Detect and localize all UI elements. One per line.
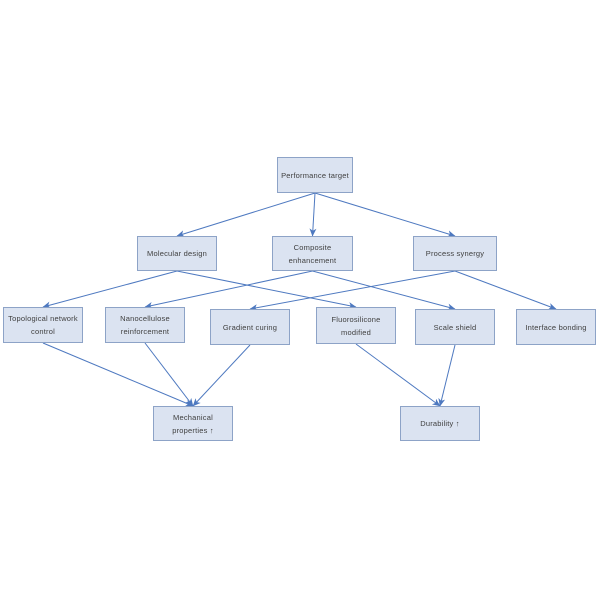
edge-performance-target-to-process-synergy bbox=[314, 192, 456, 238]
node-label-molecular-design: Molecular design bbox=[147, 249, 207, 258]
node-mechanical-properties: Mechanical properties ↑ bbox=[153, 406, 233, 441]
node-interface-bonding: Interface bonding bbox=[516, 309, 596, 345]
edge-nanocellulose-reinforcement-to-mechanical-properties bbox=[144, 342, 194, 407]
node-label-gradient-curing: Gradient curing bbox=[222, 322, 278, 332]
node-label-interface-bonding: Interface bonding bbox=[525, 322, 587, 332]
node-label-durability: Durability ↑ bbox=[420, 419, 460, 428]
node-fluorosilicone-modified: Fluorosilicone modified bbox=[316, 307, 396, 344]
node-label-nanocellulose-reinforcement: Nanocellulose reinforcement bbox=[120, 314, 170, 336]
edge-composite-enhancement-to-nanocellulose-reinforcement bbox=[144, 270, 313, 309]
edge-performance-target-to-composite-enhancement bbox=[309, 192, 317, 237]
edge-molecular-design-to-fluorosilicone-modified bbox=[176, 270, 357, 309]
edge-process-synergy-to-interface-bonding bbox=[454, 270, 557, 310]
node-nanocellulose-reinforcement: Nanocellulose reinforcement bbox=[105, 307, 185, 343]
edge-performance-target-to-molecular-design bbox=[176, 192, 316, 238]
node-molecular-design: Molecular design bbox=[137, 236, 217, 271]
node-performance-target: Performance target bbox=[277, 157, 353, 193]
edge-gradient-curing-to-mechanical-properties bbox=[192, 344, 251, 407]
node-process-synergy: Process synergy bbox=[413, 236, 497, 271]
node-durability: Durability ↑ bbox=[400, 406, 480, 441]
node-label-fluorosilicone-modified: Fluorosilicone modified bbox=[331, 314, 381, 337]
node-label-scale-shield: Scale shield bbox=[433, 322, 477, 332]
node-topological-network-control: Topological network control bbox=[3, 307, 83, 343]
node-label-performance-target: Performance target bbox=[281, 170, 349, 180]
node-gradient-curing: Gradient curing bbox=[210, 309, 290, 345]
edge-composite-enhancement-to-scale-shield bbox=[312, 270, 456, 311]
edge-fluorosilicone-modified-to-durability bbox=[355, 343, 441, 407]
node-scale-shield: Scale shield bbox=[415, 309, 495, 345]
node-label-mechanical-properties: Mechanical properties ↑ bbox=[172, 412, 214, 435]
node-composite-enhancement: Composite enhancement bbox=[272, 236, 353, 271]
node-label-topological-network-control: Topological network control bbox=[8, 314, 78, 336]
edge-scale-shield-to-durability bbox=[438, 344, 456, 407]
edge-molecular-design-to-topological-network-control bbox=[42, 270, 178, 309]
edge-process-synergy-to-gradient-curing bbox=[249, 270, 456, 312]
edge-topological-network-control-to-mechanical-properties bbox=[42, 342, 194, 407]
node-label-process-synergy: Process synergy bbox=[425, 249, 485, 258]
node-label-composite-enhancement: Composite enhancement bbox=[288, 242, 337, 265]
